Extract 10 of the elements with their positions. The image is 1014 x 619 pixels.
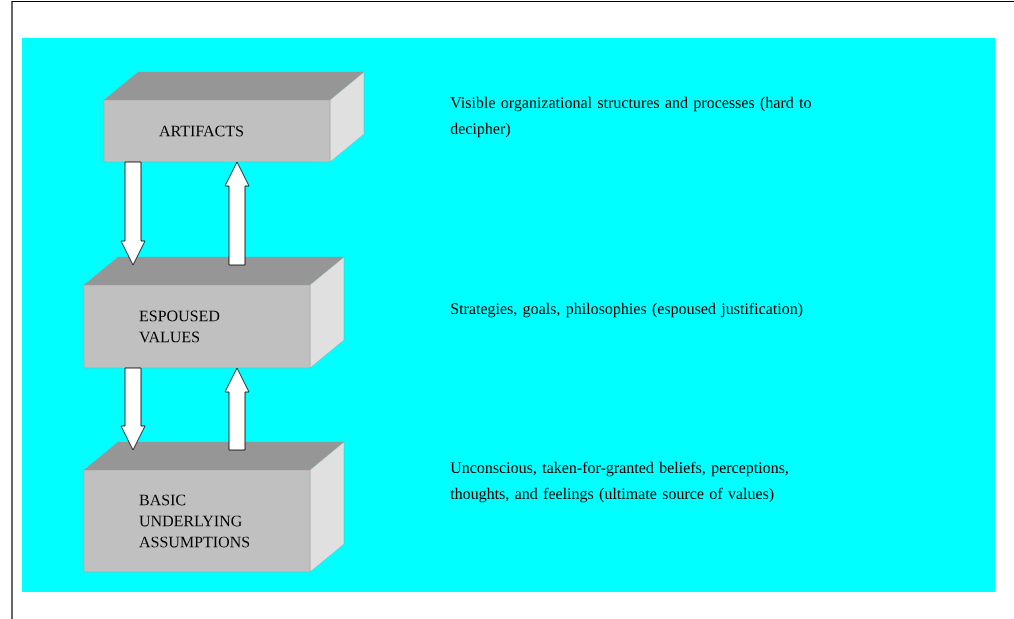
block: BASIC UNDERLYING ASSUMPTIONS (83, 441, 345, 573)
description-text: Visible organizational structures and processes (hard to decipher) (450, 96, 811, 138)
description-text: Strategies, goals, philosophies (espoused justification) (451, 302, 803, 318)
block-arrow (224, 367, 250, 451)
block-arrow (120, 367, 146, 451)
block-arrow (120, 161, 146, 266)
block: ESPOUSED VALUES (83, 256, 345, 369)
block-arrow (224, 161, 250, 266)
description-text: Unconscious, taken-for-granted beliefs, perceptions, thoughts, and feelings (ultimate source of values) (450, 461, 788, 503)
block: ARTIFACTS (103, 71, 365, 163)
